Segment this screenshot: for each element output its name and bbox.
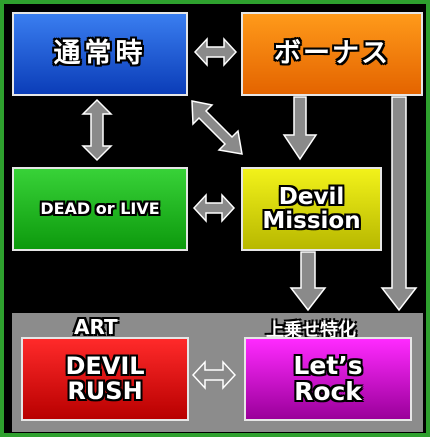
devil-mission-line1: Devil [278, 183, 345, 210]
arrow-bonus-letsrock [380, 96, 418, 312]
art-label: ART [74, 315, 118, 339]
devil-mission-box: Devil Mission [241, 167, 382, 251]
normal-mode-box: 通常時 [12, 12, 188, 96]
lets-rock-line1: Let’s [293, 350, 363, 380]
devil-rush-box: DEVIL RUSH [21, 337, 189, 421]
arrow-rush-letsrock [191, 360, 237, 390]
arrow-mission-letsrock [289, 251, 327, 312]
lets-rock-line2: Rock [294, 377, 362, 406]
arrow-normal-bonus [193, 37, 238, 67]
arrow-bonus-mission [282, 96, 318, 161]
devil-rush-line2: RUSH [67, 377, 143, 405]
bonus-box: ボーナス [241, 12, 423, 96]
devil-mission-line2: Mission [262, 208, 361, 234]
bonus-label: ボーナス [274, 37, 390, 69]
arrow-normal-dead [81, 98, 113, 162]
lets-rock-box: Let’s Rock [244, 337, 412, 421]
arrows-layer [81, 37, 418, 390]
arrow-dead-mission [192, 193, 236, 223]
devil-rush-line1: DEVIL [65, 351, 145, 380]
dead-or-live-box: DEAD or LIVE [12, 167, 188, 251]
normal-mode-label: 通常時 [53, 37, 147, 69]
uwanose-label: 上乗せ特化 [266, 320, 356, 341]
dead-or-live-label: DEAD or LIVE [40, 198, 160, 218]
arrow-normal-mission [191, 100, 243, 155]
